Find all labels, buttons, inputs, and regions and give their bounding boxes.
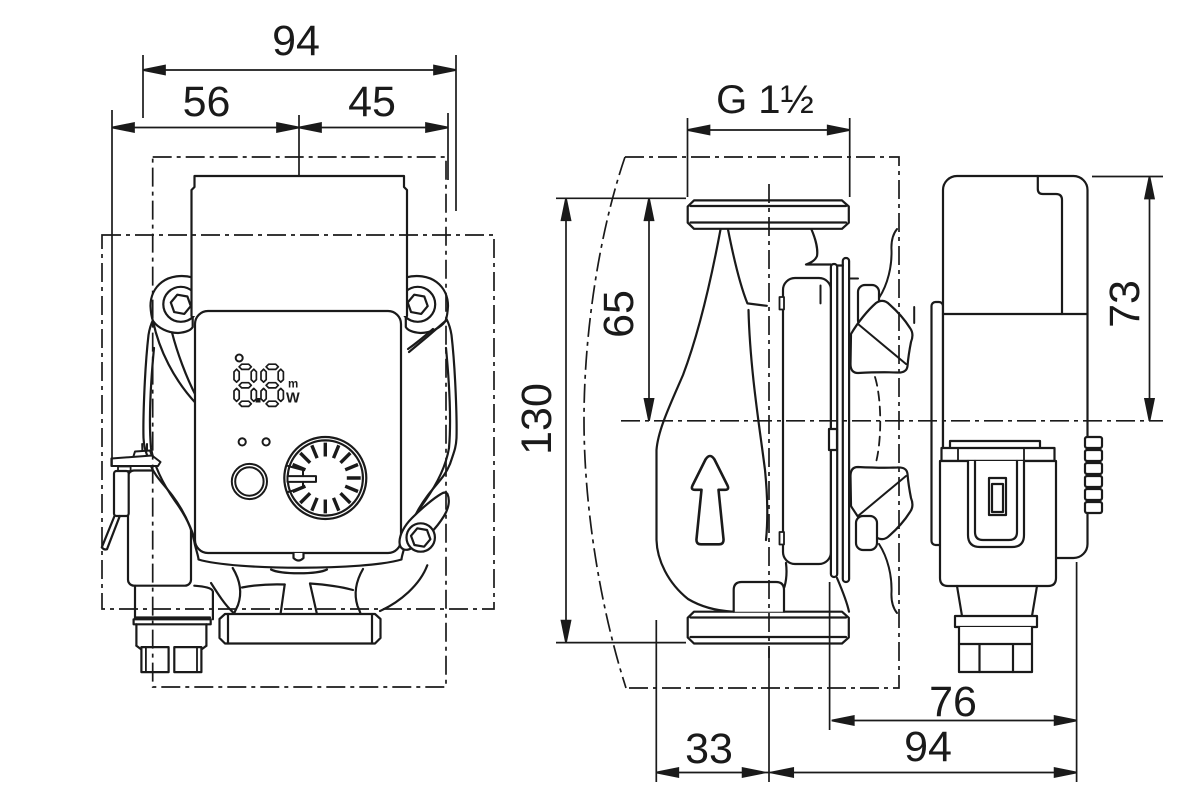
svg-text:130: 130 [513,383,561,455]
svg-text:94: 94 [904,723,952,771]
svg-text:45: 45 [348,78,396,126]
svg-text:56: 56 [183,78,231,126]
svg-text:76: 76 [929,678,977,726]
svg-text:73: 73 [1101,280,1149,328]
svg-text:G 1½: G 1½ [716,78,814,122]
svg-text:94: 94 [272,17,320,65]
svg-text:m: m [288,379,298,391]
svg-text:65: 65 [595,290,643,338]
svg-text:33: 33 [685,725,733,773]
svg-text:W: W [286,390,300,406]
